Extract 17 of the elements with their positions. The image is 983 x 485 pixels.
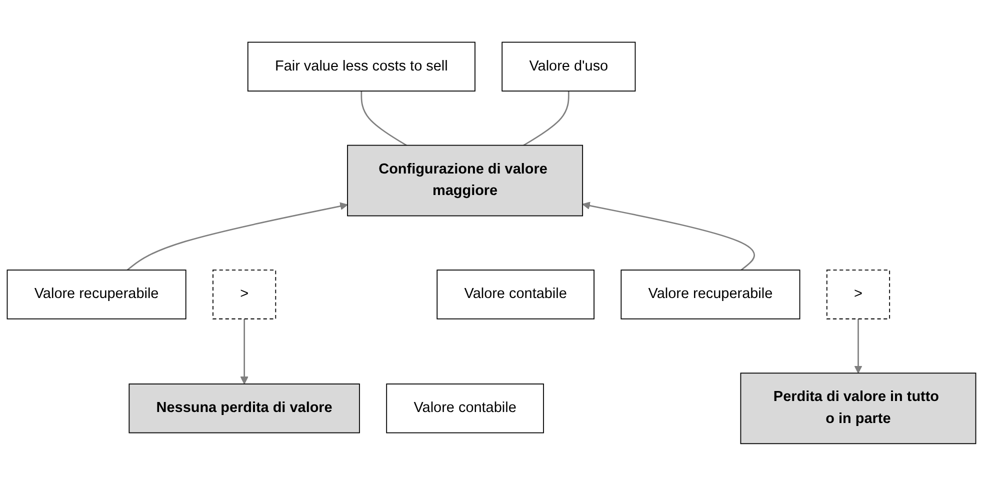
node-box: Configurazione di valore maggiore xyxy=(347,144,584,216)
node-box: > xyxy=(212,269,276,319)
node-box: Valore recuperabile xyxy=(620,269,800,319)
connector xyxy=(360,90,407,146)
arrow xyxy=(854,318,862,374)
node-box: Fair value less costs to sell xyxy=(247,41,476,92)
connector xyxy=(523,90,570,146)
arrow xyxy=(582,201,755,270)
arrow xyxy=(240,318,248,384)
node-box: Valore d'uso xyxy=(502,41,636,92)
arrow xyxy=(126,202,348,270)
node-box: Valore recuperabile xyxy=(6,269,186,319)
node-box: > xyxy=(826,269,890,319)
node-box: Perdita di valore in tutto o in parte xyxy=(740,372,976,444)
node-box: Valore contabile xyxy=(386,383,544,433)
node-box: Nessuna perdita di valore xyxy=(128,383,360,433)
node-box: Valore contabile xyxy=(436,269,594,319)
